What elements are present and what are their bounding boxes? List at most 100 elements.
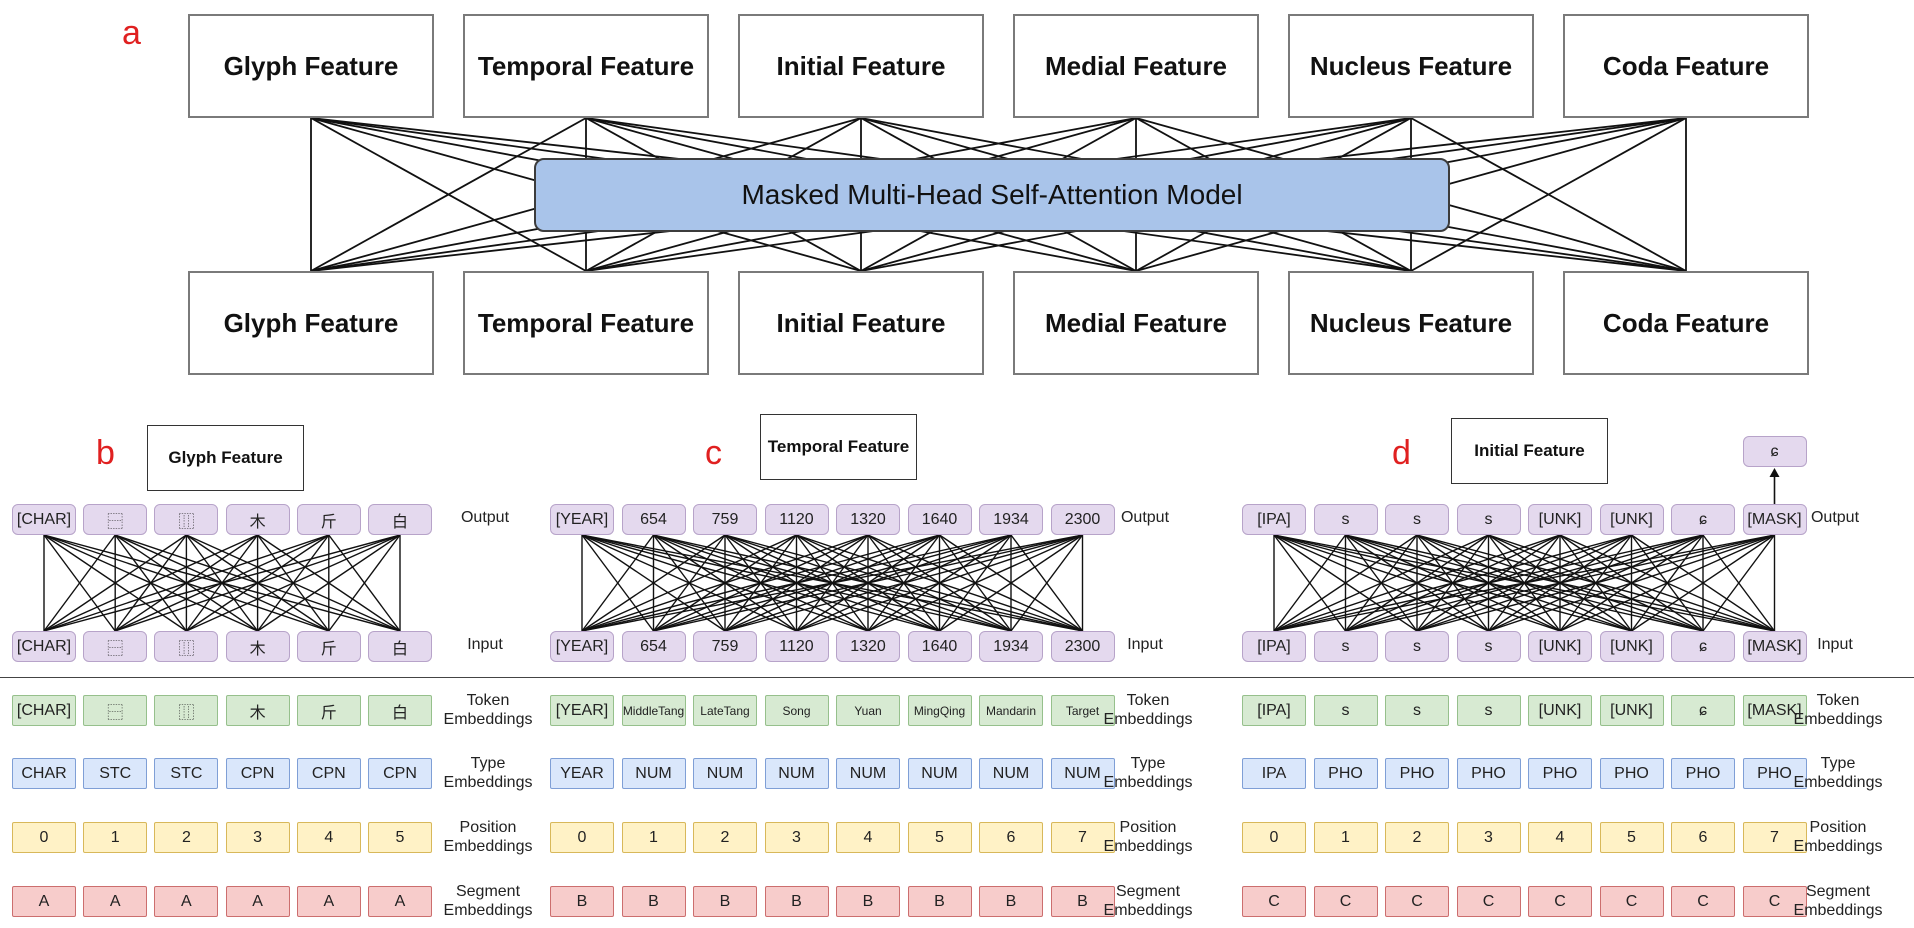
- input-label: Input: [1127, 636, 1163, 653]
- token-embeddings-label-line: Embeddings: [1793, 711, 1883, 728]
- attention-line: [867, 534, 941, 632]
- attention-line: [1559, 534, 1633, 632]
- attention-line: [1273, 534, 1775, 632]
- segment-embedding: C: [1671, 886, 1735, 917]
- segment-embedding: C: [1385, 886, 1449, 917]
- position-embedding: 1: [1313, 822, 1378, 853]
- attention-line: [185, 534, 259, 632]
- attention-line: [724, 534, 1083, 632]
- position-embedding: 0: [12, 822, 76, 853]
- attention-line: [795, 534, 869, 632]
- output-token: [MASK]: [1742, 504, 1807, 535]
- type-embedding: CPN: [368, 758, 432, 789]
- position-embedding: 1: [83, 822, 148, 853]
- segment-embedding: B: [550, 886, 614, 917]
- attention-line: [1345, 534, 1775, 632]
- attention-line: [43, 534, 258, 632]
- attention-line: [867, 534, 1083, 632]
- output-label: Output: [1810, 509, 1860, 526]
- output-token: [IPA]: [1242, 504, 1306, 535]
- attention-line: [1273, 534, 1632, 632]
- attention-line: [795, 534, 869, 632]
- type-embedding: NUM: [764, 758, 829, 789]
- attention-line: [1273, 534, 1418, 632]
- position-embeddings-label-line: Embeddings: [443, 838, 533, 855]
- attention-line: [1410, 117, 1687, 272]
- attention-line: [1488, 534, 1775, 632]
- attention-line: [724, 534, 798, 632]
- attention-line: [328, 534, 401, 632]
- attention-line: [1559, 534, 1704, 632]
- input-token: 斤: [296, 631, 361, 662]
- input-token: [IPA]: [1242, 631, 1306, 662]
- input-token: s: [1385, 631, 1449, 662]
- position-embedding: 0: [550, 822, 614, 853]
- attention-line: [114, 534, 258, 632]
- position-embedding: 5: [368, 822, 432, 853]
- separator-line: [0, 677, 1914, 678]
- attention-line: [653, 534, 1012, 632]
- attention-line: [724, 534, 798, 632]
- input-token: [CHAR]: [12, 631, 76, 662]
- attention-line: [724, 534, 1012, 632]
- panel-letter-d: d: [1392, 434, 1411, 472]
- attention-line: [653, 534, 1083, 632]
- attention-line: [257, 534, 401, 632]
- attention-line: [653, 534, 940, 632]
- output-label: Output: [460, 509, 510, 526]
- attention-line: [1273, 534, 1775, 632]
- output-token: 1934: [979, 504, 1043, 535]
- attention-line: [1344, 534, 1418, 632]
- output-token: 654: [621, 504, 686, 535]
- bottom-feature-box: Coda Feature: [1563, 271, 1809, 375]
- attention-line: [1559, 534, 1633, 632]
- position-embedding: 4: [296, 822, 361, 853]
- attention-line: [1559, 534, 1704, 632]
- attention-line: [43, 534, 401, 632]
- attention-line: [257, 534, 401, 632]
- attention-line: [581, 534, 655, 632]
- output-token: [UNK]: [1599, 504, 1664, 535]
- type-embedding: IPA: [1242, 758, 1306, 789]
- attention-line: [114, 534, 401, 632]
- attention-line: [581, 534, 1012, 632]
- bottom-feature-box: Glyph Feature: [188, 271, 434, 375]
- segment-embedding: A: [12, 886, 76, 917]
- attention-line: [1487, 534, 1561, 632]
- panel-letter-c: c: [705, 434, 722, 472]
- token-embedding: ⿱: [83, 695, 148, 726]
- attention-line: [114, 534, 330, 632]
- attention-line: [1345, 534, 1632, 632]
- attention-line: [43, 534, 258, 632]
- attention-line: [1345, 534, 1704, 632]
- input-token: ɕ: [1671, 631, 1735, 662]
- attention-line: [724, 534, 869, 632]
- token-embedding: MingQing: [907, 695, 972, 726]
- attention-line: [43, 534, 401, 632]
- attention-line: [581, 534, 726, 632]
- segment-embedding: C: [1456, 886, 1521, 917]
- segment-embeddings-label-line: Segment: [1805, 883, 1871, 900]
- type-embedding: CPN: [225, 758, 290, 789]
- attention-line: [1273, 534, 1489, 632]
- segment-embeddings-label-line: Segment: [455, 883, 521, 900]
- input-token: 1320: [836, 631, 900, 662]
- attention-line: [1630, 534, 1704, 632]
- attention-line: [867, 534, 1012, 632]
- output-label: Output: [1120, 509, 1170, 526]
- token-embedding: Yuan: [836, 695, 900, 726]
- segment-embedding: A: [83, 886, 148, 917]
- attention-line: [581, 534, 1083, 632]
- type-embedding: PHO: [1599, 758, 1664, 789]
- attention-line: [1410, 117, 1687, 272]
- token-embedding: Target: [1050, 695, 1115, 726]
- panel-title-box: Glyph Feature: [147, 425, 304, 491]
- token-embedding: Mandarin: [979, 695, 1043, 726]
- position-embedding: 3: [225, 822, 290, 853]
- attention-line: [257, 534, 330, 632]
- attention-line: [939, 534, 1083, 632]
- attention-line: [1631, 534, 1775, 632]
- type-embeddings-label-line: Embeddings: [1793, 774, 1883, 791]
